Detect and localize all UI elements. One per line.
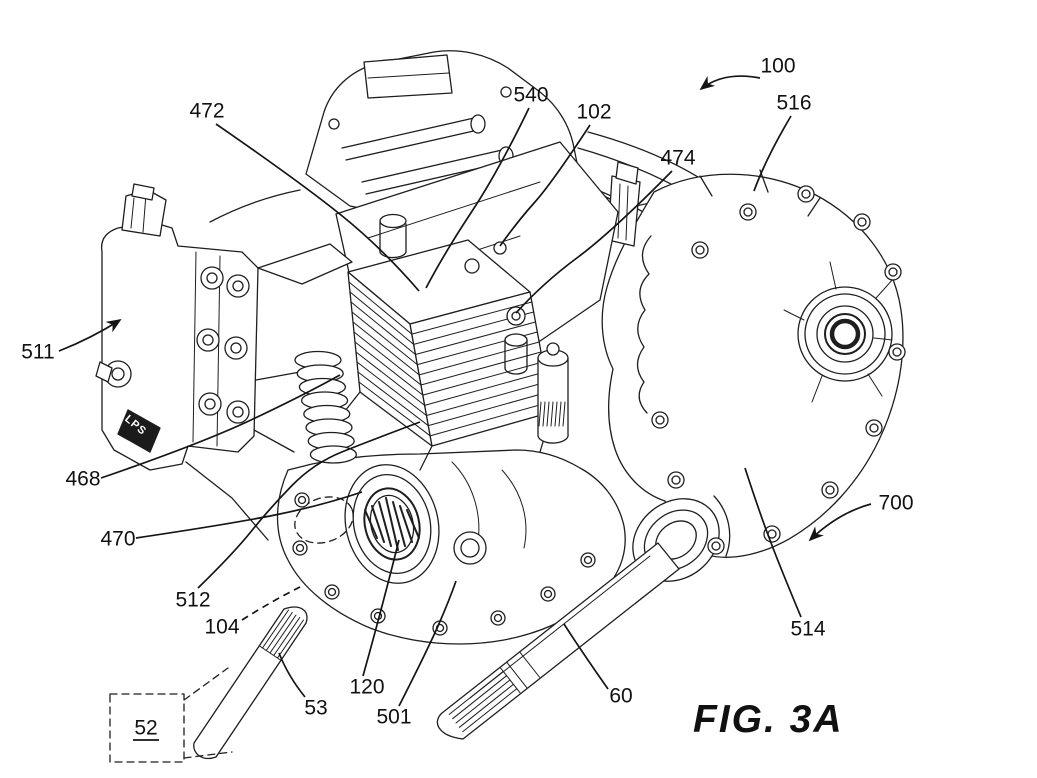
ref-label-516: 516 [776, 92, 811, 115]
leader-line-53 [278, 652, 306, 698]
leader-line-474 [515, 170, 673, 314]
ref-label-120: 120 [349, 676, 384, 699]
ref-label-100: 100 [760, 55, 795, 78]
input-shaft [193, 606, 308, 759]
ref-label-472: 472 [189, 100, 224, 123]
leader-line-100 [699, 75, 761, 91]
leader-line-60 [563, 623, 609, 690]
leader-line-470 [135, 491, 363, 539]
leader-line-501 [398, 580, 457, 707]
ref-label-501: 501 [376, 706, 411, 729]
ref-label-474: 474 [660, 147, 695, 170]
leader-line-104 [241, 586, 301, 621]
ref-label-468: 468 [65, 468, 100, 491]
leader-lines-layer [58, 75, 872, 707]
ref-label-540: 540 [513, 84, 548, 107]
ref-label-102: 102 [576, 101, 611, 124]
leader-line-512 [197, 421, 421, 589]
leader-line-472 [215, 123, 420, 292]
ref-label-700: 700 [878, 492, 913, 515]
leader-line-700 [808, 503, 872, 542]
ref-label-52: 52 [134, 717, 157, 740]
damper-cylinder [537, 342, 569, 444]
leader-line-514 [744, 467, 802, 618]
ref-label-514: 514 [790, 618, 825, 641]
ref-label-104: 104 [204, 616, 239, 639]
phantom-outlines [109, 496, 354, 763]
ref-label-53: 53 [304, 697, 327, 720]
leader-line-120 [362, 539, 400, 677]
leader-line-540 [425, 107, 530, 289]
ref-label-470: 470 [100, 528, 135, 551]
ref-label-60: 60 [609, 685, 632, 708]
leader-line-102 [499, 124, 591, 247]
oil-cooler [329, 213, 553, 471]
lps-tag [117, 409, 161, 453]
leader-line-511 [58, 318, 122, 352]
leader-line-516 [753, 115, 792, 192]
ref-label-512: 512 [175, 589, 210, 612]
engine-line-art [95, 50, 906, 763]
reference-labels-layer: 100 516 474 102 540 472 511 468 470 512 104 52 53 120… [21, 55, 914, 741]
ref-label-511: 511 [21, 341, 54, 364]
leader-line-468 [100, 374, 341, 479]
figure-caption: FIG. 3A [693, 698, 844, 741]
